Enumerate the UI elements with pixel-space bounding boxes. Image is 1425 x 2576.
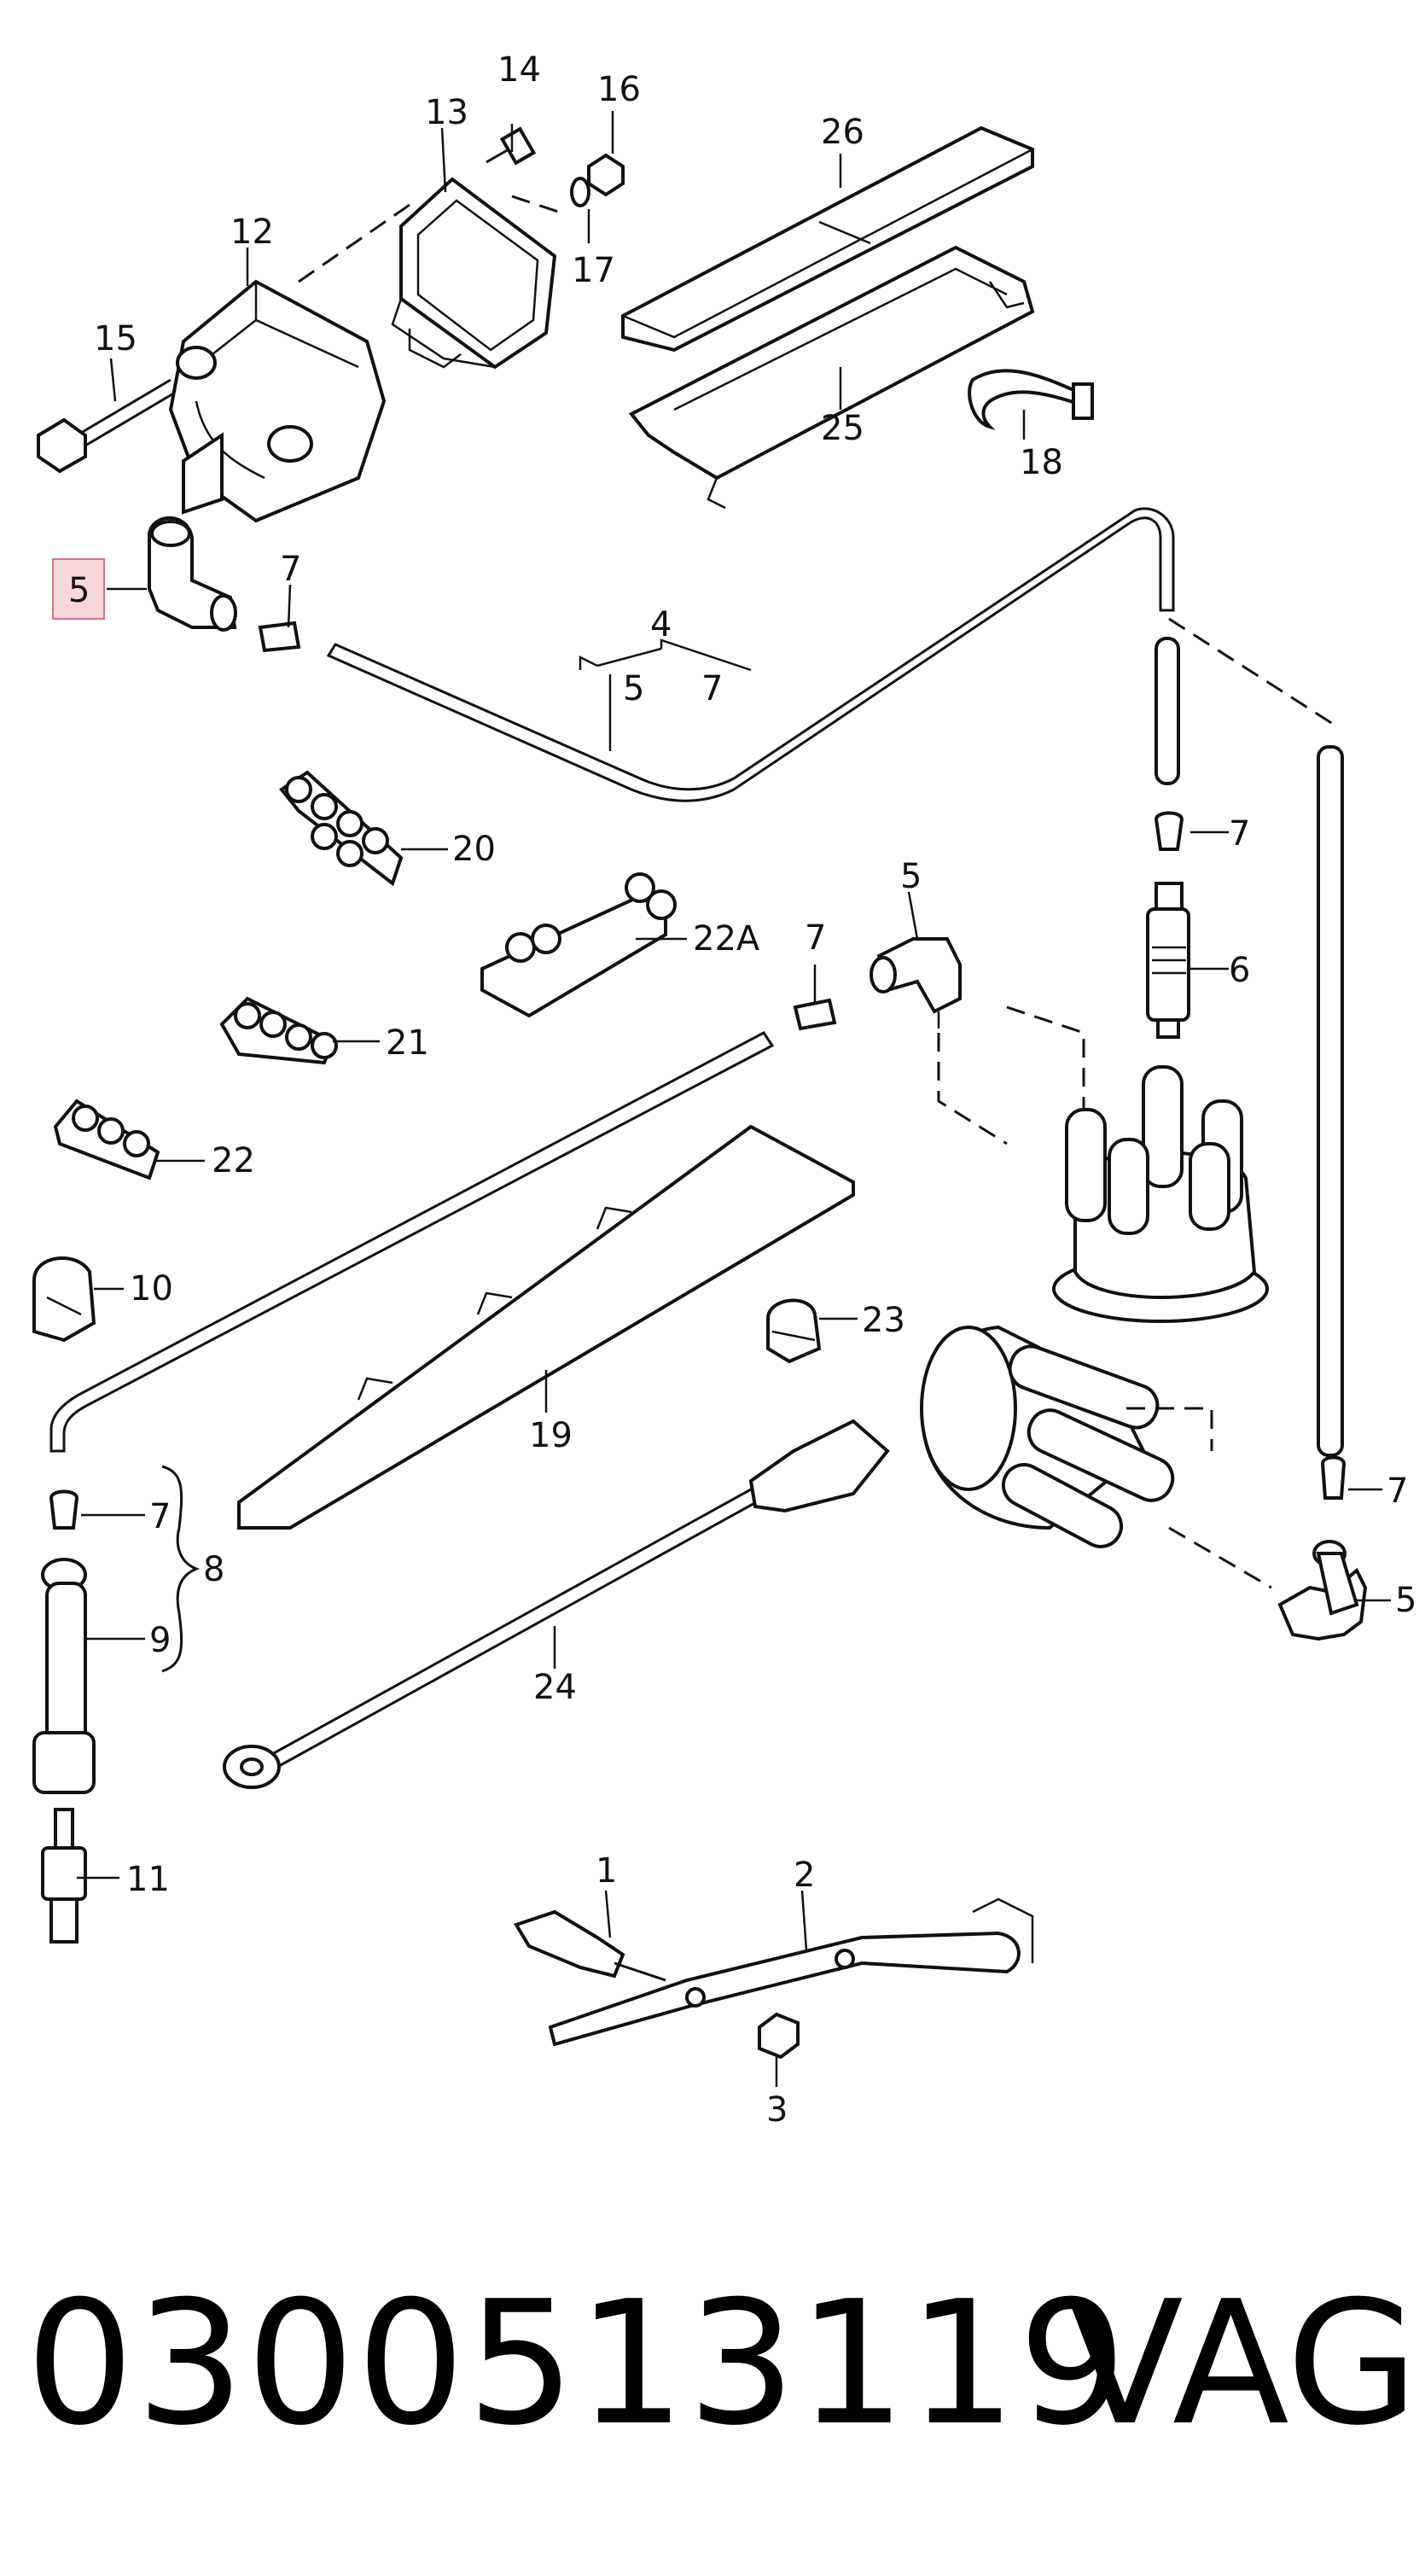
assembly-guide-line [511,195,564,215]
callout-4-sub-7: 7 [701,669,723,708]
callout-5-highlighted: 5 [68,571,90,610]
holder-part [628,245,1035,510]
sleeve-part [258,621,301,653]
callout-22a: 22A [693,919,760,959]
connector-part-5 [148,516,237,632]
ignition-lead-segment [1155,637,1180,785]
suppressor-plug-part [1146,882,1190,1039]
callout-10: 10 [130,1269,173,1308]
brand-name: VAG [1067,2264,1419,2463]
lead-holder-part [279,770,404,887]
lead-holder-part [53,1099,160,1180]
ignition-lead-segment [1317,745,1344,1457]
callout-7: 7 [805,918,826,958]
callout-9: 9 [149,1621,171,1660]
bolt-part [486,126,537,166]
distributor-cap-part [920,1325,1272,1589]
sleeve-part [1154,811,1184,851]
callout-20: 20 [452,830,496,869]
lead-holder-part [32,1256,96,1343]
callout-6: 6 [1229,951,1250,990]
lead-cover-part [237,1124,855,1530]
callout-19: 19 [529,1416,573,1455]
callout-26: 26 [821,113,864,152]
callout-8: 8 [203,1550,224,1589]
assembly-guide-line [298,203,410,283]
callout-13: 13 [425,93,468,132]
temperature-sensor-part [514,1909,666,1982]
callout-16: 16 [597,70,641,109]
cable-clip-part [968,369,1094,430]
ground-strap-part [223,1419,890,1789]
callout-18: 18 [1020,443,1063,482]
nut-part [587,153,625,197]
sleeve-part [1320,1455,1346,1500]
lead-holder-part [480,872,677,1018]
callout-2: 2 [794,1856,815,1895]
callout-11: 11 [126,1860,170,1899]
lead-holder-part [766,1298,822,1364]
callout-5: 5 [1395,1581,1416,1620]
callout-3: 3 [766,2090,788,2130]
ignition-lead-4 [326,507,1175,802]
callout-7: 7 [1387,1472,1408,1511]
cover-part [621,125,1034,353]
bolt-part [37,378,176,474]
callout-14: 14 [497,50,541,90]
callout-15: 15 [94,319,137,358]
callout-23: 23 [862,1301,905,1340]
connector-part-5 [870,937,962,1029]
nut-part [758,2012,800,2060]
sleeve-part [793,998,837,1031]
control-unit-part [391,177,557,370]
callout-7: 7 [149,1497,171,1536]
bracket-part [548,1897,1034,2047]
connector-part-5 [1277,1540,1368,1641]
spark-plug-connector-part [32,1558,96,1794]
callout-7: 7 [1229,814,1250,854]
callout-4: 4 [650,605,672,644]
callout-labels: 14 13 16 17 12 15 26 25 18 5 7 4 5 7 7 2… [68,50,1416,2130]
spark-plug-part [41,1808,87,1944]
lead-holder-part [219,996,338,1065]
exploded-parts-diagram: 14 13 16 17 12 15 26 25 18 5 7 4 5 7 7 2… [32,50,1416,2130]
sleeve-part [49,1489,79,1530]
callout-24: 24 [533,1668,577,1707]
callout-12: 12 [230,213,274,252]
callout-4-sub-5: 5 [623,669,644,708]
distributor-cap-part [937,1005,1269,1323]
footer: 030051311​9 VAG [0,2253,1425,2475]
washer-part [570,177,590,207]
callout-17: 17 [572,251,615,290]
callout-22: 22 [212,1141,255,1180]
callout-1: 1 [596,1851,617,1891]
leader-lines [77,111,1391,2087]
callout-21: 21 [386,1023,429,1063]
highlight-box [52,558,105,620]
callout-5: 5 [900,857,922,896]
group-brace [161,1465,201,1673]
callout-7: 7 [280,550,301,589]
part-number: 030051311​9 [26,2264,1129,2463]
callout-25: 25 [821,409,864,448]
ignition-coil-part [168,279,387,523]
ignition-lead-8 [49,1031,775,1453]
assembly-guide-line [1168,617,1336,727]
